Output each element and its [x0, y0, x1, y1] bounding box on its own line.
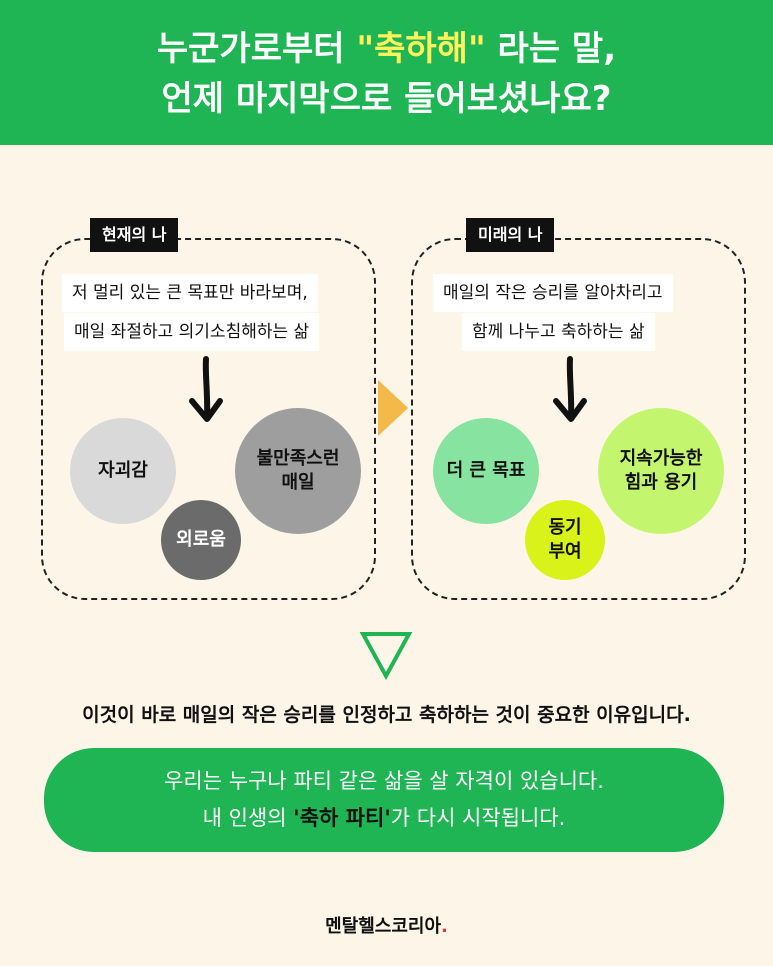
circle-self-reproach: 자괴감	[70, 418, 176, 524]
circle-motivation-line-1: 동기	[548, 517, 582, 538]
circle-bigger-goal-label: 더 큰 목표	[446, 460, 526, 481]
pill-line-1: 우리는 누구나 파티 같은 삶을 살 자격이 있습니다.	[164, 769, 604, 793]
present-text-1: 저 멀리 있는 큰 목표만 바라보며,	[62, 274, 318, 312]
circle-sustainable-label: 지속가능한 힘과 용기	[620, 447, 703, 495]
circle-sustainable-line-2: 힘과 용기	[624, 472, 698, 493]
pill-highlight: '축하 파티'	[293, 806, 391, 830]
pill-line-2-prefix: 내 인생의	[202, 806, 294, 830]
footer-brand-dot: .	[441, 916, 448, 937]
play-triangle-icon	[378, 380, 408, 436]
header-banner: 누군가로부터 "축하해" 라는 말, 언제 마지막으로 들어보셨나요?	[0, 0, 773, 145]
present-text-2: 매일 좌절하고 의기소침해하는 삶	[64, 313, 320, 351]
circle-bigger-goal: 더 큰 목표	[433, 418, 539, 524]
footer-brand-name: 멘탈헬스코리아	[325, 916, 442, 937]
circle-dissatisfied: 불만족스런 매일	[235, 408, 361, 534]
down-triangle-icon	[359, 632, 413, 680]
present-down-arrow-icon	[189, 356, 223, 422]
circle-lonely-label: 외로움	[176, 529, 226, 550]
header-line-1-prefix: 누군가로부터	[156, 29, 357, 69]
present-panel	[41, 238, 376, 600]
pill-line-2: 내 인생의 '축하 파티'가 다시 시작됩니다.	[44, 800, 724, 837]
future-down-arrow-icon	[553, 356, 587, 422]
circle-motivation-line-2: 부여	[548, 541, 582, 562]
present-label: 현재의 나	[90, 218, 179, 252]
summary-text: 이것이 바로 매일의 작은 승리를 인정하고 축하하는 것이 중요한 이유입니다…	[82, 704, 691, 726]
circle-lonely: 외로움	[161, 500, 241, 580]
pill-line-2-suffix: 가 다시 시작됩니다.	[390, 806, 566, 830]
circle-motivation-label: 동기 부여	[548, 516, 581, 564]
circle-sustainable-line-1: 지속가능한	[619, 448, 703, 469]
footer-brand: 멘탈헬스코리아.	[0, 912, 773, 938]
circle-dissatisfied-line-2: 매일	[281, 472, 315, 493]
message-pill: 우리는 누구나 파티 같은 삶을 살 자격이 있습니다. 내 인생의 '축하 파…	[44, 748, 724, 852]
header-highlight: "축하해"	[356, 29, 486, 69]
circle-dissatisfied-line-1: 불만족스런	[256, 448, 340, 469]
future-label: 미래의 나	[466, 218, 555, 252]
circle-sustainable-strength: 지속가능한 힘과 용기	[598, 408, 724, 534]
future-text-2: 함께 나누고 축하하는 삶	[462, 313, 655, 351]
header-line-1: 누군가로부터 "축하해" 라는 말,	[0, 24, 773, 74]
circle-motivation: 동기 부여	[525, 500, 605, 580]
future-panel	[411, 238, 746, 600]
header-line-1-suffix: 라는 말,	[485, 29, 617, 69]
circle-self-reproach-label: 자괴감	[98, 460, 148, 481]
future-text-1: 매일의 작은 승리를 알아차리고	[433, 274, 673, 312]
circle-dissatisfied-label: 불만족스런 매일	[257, 447, 340, 495]
header-line-2: 언제 마지막으로 들어보셨나요?	[161, 79, 612, 119]
